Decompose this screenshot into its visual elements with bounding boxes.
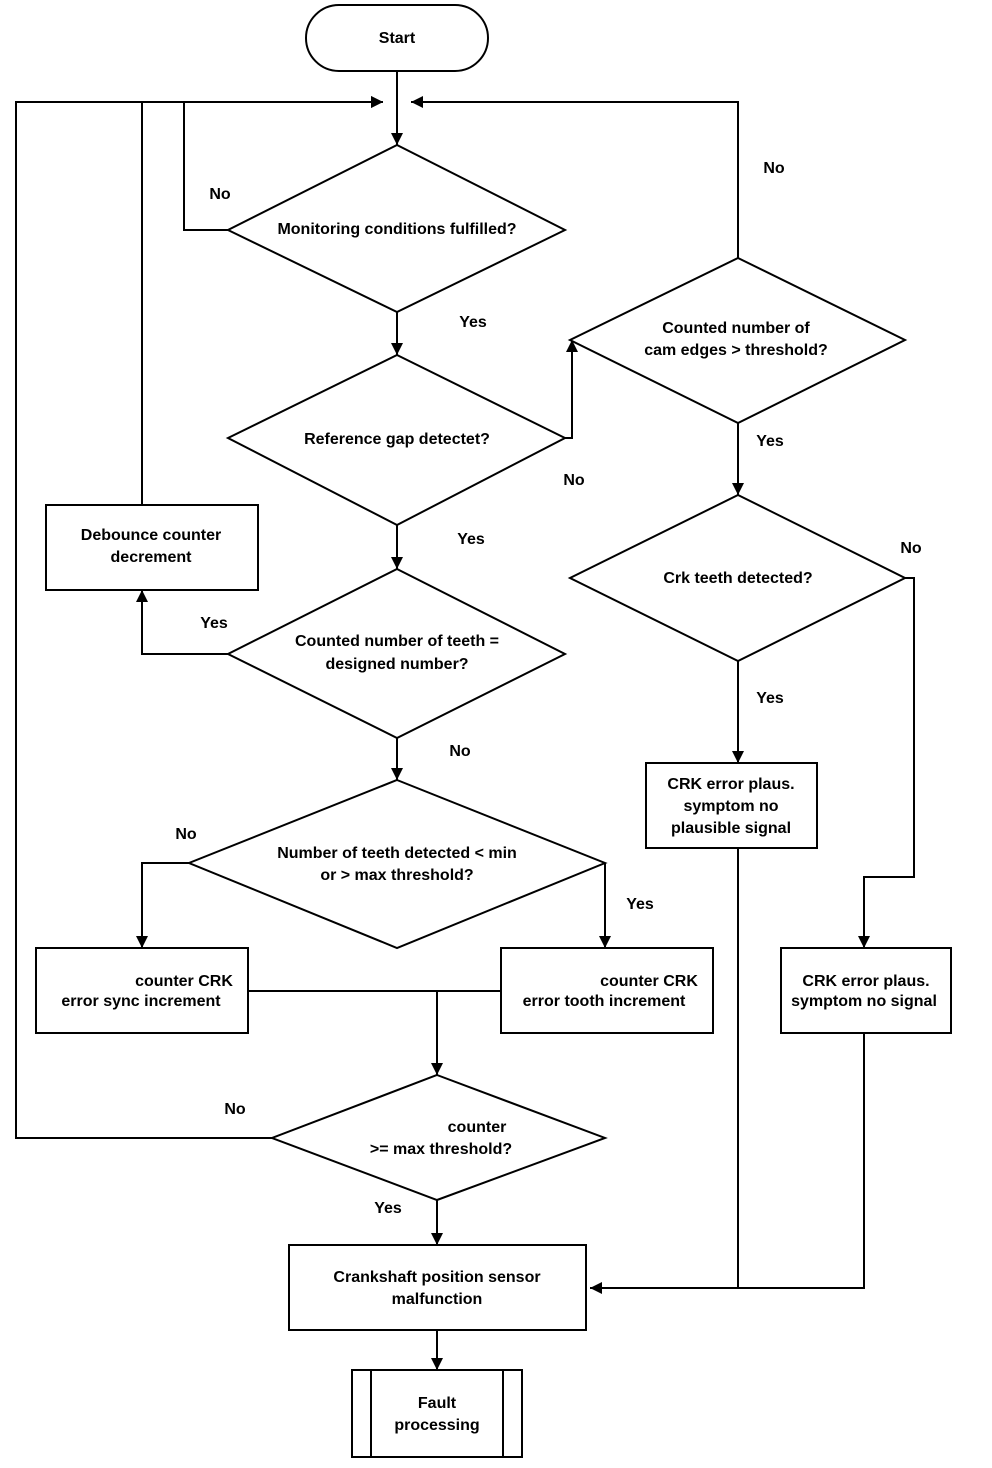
no-signal-label-1: CRK error plaus. bbox=[802, 973, 929, 990]
tooth-increment-label-1: counter CRK bbox=[600, 973, 698, 990]
reference-gap-decision: Reference gap detectet? bbox=[225, 353, 568, 527]
teeth-threshold-label-1: Number of teeth detected < min bbox=[277, 845, 517, 862]
sensor-malfunction-label-1: Crankshaft position sensor bbox=[333, 1269, 540, 1286]
cam-edges-decision: Counted number of cam edges > threshold? bbox=[567, 256, 908, 425]
branch-label-reference-gap-no: No bbox=[563, 472, 585, 489]
counted-teeth-decision: Counted number of teeth = designed numbe… bbox=[225, 567, 568, 740]
no-signal-box: CRK error plaus. symptom no signal bbox=[780, 947, 952, 1034]
start-node: Start bbox=[305, 4, 489, 72]
fault-label-2: processing bbox=[394, 1417, 479, 1434]
connector-no-signal-to-sensor bbox=[738, 1033, 865, 1289]
no-plausible-label-1: CRK error plaus. bbox=[667, 776, 794, 793]
teeth-threshold-label-2: or > max threshold? bbox=[320, 867, 473, 884]
fault-processing-box: Fault processing bbox=[351, 1369, 523, 1458]
cam-edges-label-2: cam edges > threshold? bbox=[644, 342, 828, 359]
debounce-label-1: Debounce counter bbox=[81, 527, 221, 544]
no-signal-label-2: symptom no signal bbox=[791, 993, 937, 1010]
branch-label-cam-edges-yes: Yes bbox=[756, 433, 784, 450]
tooth-increment-box: counter CRK error tooth increment bbox=[500, 947, 714, 1034]
branch-label-cam-edges-no: No bbox=[763, 160, 785, 177]
branch-label-counter-no: No bbox=[224, 1101, 246, 1118]
branch-label-reference-gap-yes: Yes bbox=[457, 531, 485, 548]
branch-label-monitoring-no: No bbox=[209, 186, 231, 203]
branch-label-counted-teeth-no: No bbox=[449, 743, 471, 760]
sync-increment-box: counter CRK error sync increment bbox=[35, 947, 249, 1034]
connectors bbox=[15, 71, 915, 1370]
connector-reference-gap-no bbox=[565, 340, 578, 439]
counted-teeth-label-1: Counted number of teeth = bbox=[295, 633, 499, 650]
branch-label-teeth-threshold-no: No bbox=[175, 826, 197, 843]
fault-label-1: Fault bbox=[418, 1395, 457, 1412]
counter-threshold-label-2: >= max threshold? bbox=[370, 1141, 512, 1158]
connector-no-plausible-to-sensor bbox=[590, 848, 739, 1294]
sensor-malfunction-label-2: malfunction bbox=[392, 1291, 483, 1308]
branch-label-teeth-threshold-yes: Yes bbox=[626, 896, 654, 913]
connector-counted-teeth-yes bbox=[136, 590, 228, 655]
no-plausible-label-2: symptom no bbox=[683, 798, 778, 815]
debounce-counter-box: Debounce counter decrement bbox=[45, 504, 259, 591]
connector-counter-no-loop bbox=[15, 96, 383, 1139]
sync-increment-label-1: counter CRK bbox=[135, 973, 233, 990]
sync-increment-label-2: error sync increment bbox=[61, 993, 221, 1010]
no-plausible-label-3: plausible signal bbox=[671, 820, 791, 837]
no-plausible-signal-box: CRK error plaus. symptom no plausible si… bbox=[645, 762, 818, 849]
branch-label-counter-yes: Yes bbox=[374, 1200, 402, 1217]
cam-edges-label-1: Counted number of bbox=[662, 320, 810, 337]
connector-crk-teeth-no bbox=[858, 577, 915, 948]
reference-gap-label: Reference gap detectet? bbox=[304, 431, 490, 448]
counter-threshold-decision: counter >= max threshold? bbox=[269, 1073, 608, 1202]
branch-label-counted-teeth-yes: Yes bbox=[200, 615, 228, 632]
crk-teeth-decision: Crk teeth detected? bbox=[567, 493, 908, 663]
connector-teeth-threshold-no bbox=[136, 862, 189, 948]
branch-labels: No Yes No No Yes Yes No No Yes No Yes Ye… bbox=[175, 160, 922, 1217]
monitoring-label: Monitoring conditions fulfilled? bbox=[277, 221, 516, 238]
start-label: Start bbox=[379, 30, 416, 47]
sensor-malfunction-box: Crankshaft position sensor malfunction bbox=[288, 1244, 587, 1331]
crk-teeth-label: Crk teeth detected? bbox=[663, 570, 812, 587]
counted-teeth-label-2: designed number? bbox=[325, 656, 468, 673]
connector-cam-edges-no bbox=[411, 96, 739, 258]
teeth-threshold-decision: Number of teeth detected < min or > max … bbox=[186, 778, 608, 950]
counter-threshold-label-1: counter bbox=[448, 1119, 507, 1136]
branch-label-crk-teeth-yes: Yes bbox=[756, 690, 784, 707]
monitoring-decision: Monitoring conditions fulfilled? bbox=[225, 143, 568, 314]
branch-label-crk-teeth-no: No bbox=[900, 540, 922, 557]
debounce-label-2: decrement bbox=[111, 549, 193, 566]
tooth-increment-label-2: error tooth increment bbox=[523, 993, 686, 1010]
branch-label-monitoring-yes: Yes bbox=[459, 314, 487, 331]
